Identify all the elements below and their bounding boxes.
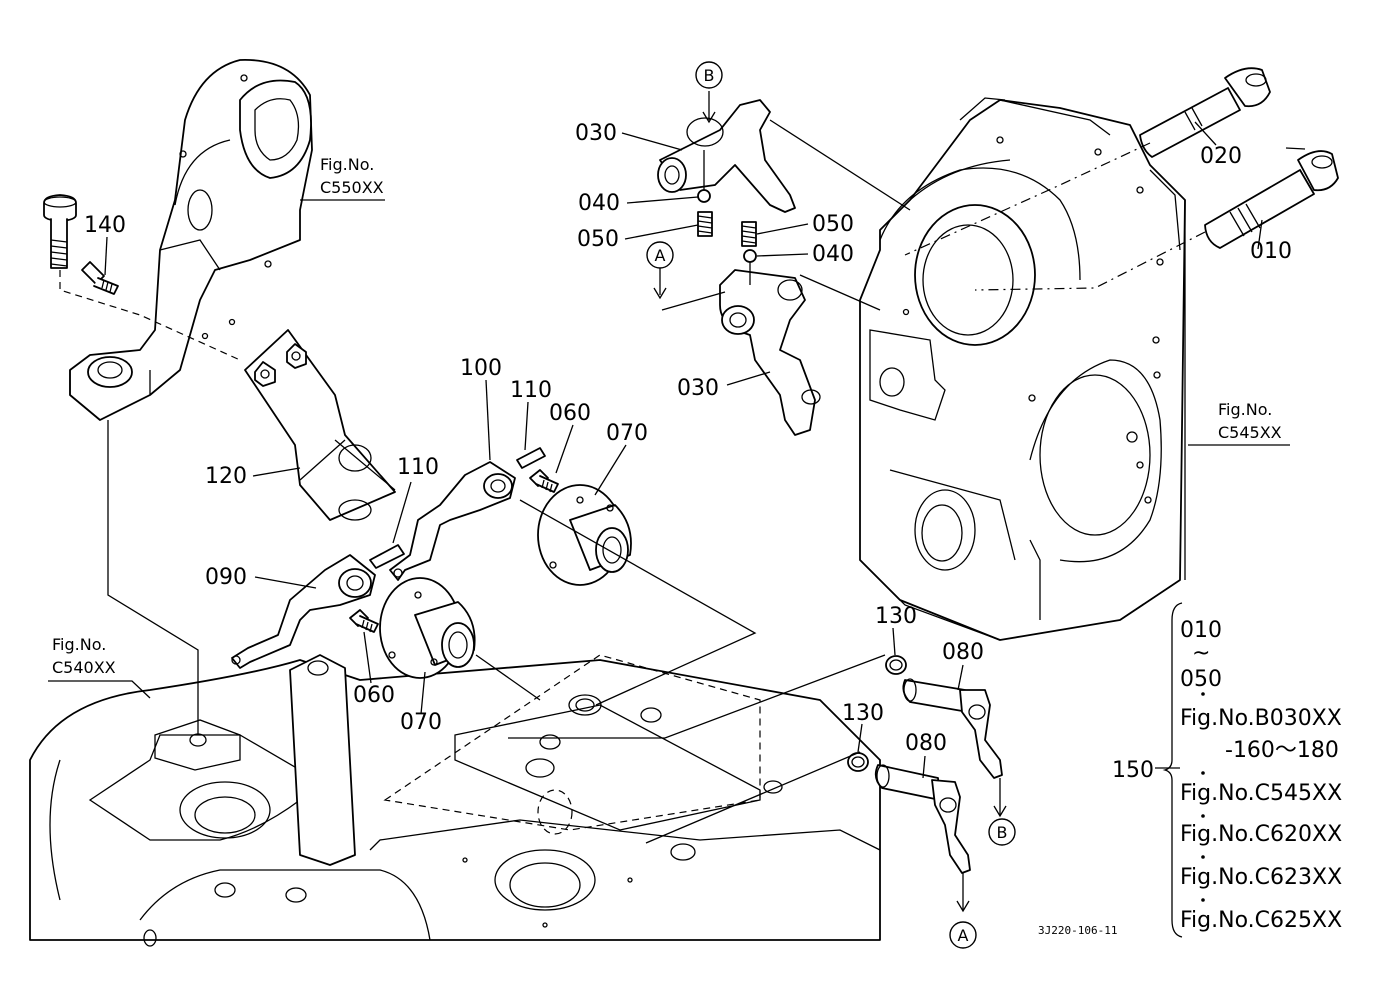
gear-housing: [859, 97, 1186, 641]
callout-050-left: 050: [577, 227, 619, 252]
callout-020: 020: [1200, 144, 1242, 169]
set-range-start: 010: [1180, 618, 1222, 643]
callout-040-upper: 040: [578, 191, 620, 216]
o-ring-130-upper: [885, 655, 907, 675]
drawing-code: 3J220-106-11: [1038, 924, 1117, 937]
assembly-lines: [59, 91, 1206, 913]
ref-c545-line2: C545XX: [1218, 423, 1282, 442]
callout-110-lower: 110: [397, 455, 439, 480]
callout-150: 150: [1112, 758, 1154, 783]
set-item-b030: Fig.No.B030XX: [1180, 706, 1342, 731]
ref-c540-line1: Fig.No.: [52, 635, 106, 654]
ref-c550-line1: Fig.No.: [320, 155, 374, 174]
set-list-150: 010 ~ 050 Fig.No.B030XX -160～180 Fig.No.…: [1180, 618, 1342, 933]
callout-080-lower: 080: [905, 731, 947, 756]
figure-refs: Fig.No. C550XX Fig.No. C545XX Fig.No. C5…: [52, 155, 1282, 677]
callout-070-upper: 070: [606, 421, 648, 446]
detent-parts: [697, 189, 757, 263]
callout-120: 120: [205, 464, 247, 489]
callout-070-lower: 070: [400, 710, 442, 735]
shift-fork-030-upper: [657, 99, 796, 213]
screw-140: [81, 261, 119, 295]
marker-b-top: B: [695, 61, 723, 89]
plate-120: [244, 329, 396, 521]
callout-060-lower: 060: [353, 683, 395, 708]
callout-040-right: 040: [812, 242, 854, 267]
callout-130-upper: 130: [875, 604, 917, 629]
marker-b-bottom: B: [988, 818, 1016, 846]
shaft-080-lower: [874, 764, 971, 874]
callout-060-upper: 060: [549, 401, 591, 426]
svg-text:B: B: [704, 66, 715, 85]
callout-130-lower: 130: [842, 701, 884, 726]
callout-010: 010: [1250, 239, 1292, 264]
shift-fork-030-lower: [719, 269, 821, 436]
marker-a-top: A: [646, 241, 674, 269]
hydraulic-bracket: [69, 59, 313, 421]
set-bracket: [1162, 602, 1183, 938]
o-ring-130-lower: [847, 752, 869, 772]
shift-rod-010: [1204, 150, 1339, 249]
bolt-140: [43, 194, 77, 269]
flange-070-lower: [379, 577, 476, 679]
marker-a-bottom: A: [949, 921, 977, 949]
leader-lines: [48, 121, 1306, 779]
callout-140: 140: [84, 213, 126, 238]
callout-090: 090: [205, 565, 247, 590]
set-range-end: 050: [1180, 667, 1222, 692]
flange-070-upper: [537, 484, 632, 586]
screw-060-upper: [529, 469, 559, 493]
set-item-c625: Fig.No.C625XX: [1180, 908, 1342, 933]
svg-text:A: A: [655, 246, 666, 265]
ref-c545-line1: Fig.No.: [1218, 400, 1272, 419]
set-item-c623: Fig.No.C623XX: [1180, 865, 1342, 890]
callout-050-right: 050: [812, 212, 854, 237]
svg-text:B: B: [997, 823, 1008, 842]
svg-text:A: A: [958, 926, 969, 945]
screw-060-lower: [349, 609, 379, 633]
pin-110-lower: [369, 544, 405, 569]
shaft-080-upper: [902, 678, 1003, 779]
arm-090: [231, 554, 376, 669]
callout-030-upper: 030: [575, 121, 617, 146]
set-range-tilde: ~: [1192, 641, 1210, 666]
transmission-case: [29, 654, 881, 947]
ref-c540-line2: C540XX: [52, 658, 116, 677]
ref-c550-line2: C550XX: [320, 178, 384, 197]
set-item-c620: Fig.No.C620XX: [1180, 822, 1342, 847]
callout-080-upper: 080: [942, 640, 984, 665]
set-item-b030-sub: -160～180: [1225, 738, 1339, 763]
callout-100: 100: [460, 356, 502, 381]
pin-110-upper: [516, 447, 546, 469]
set-item-c545: Fig.No.C545XX: [1180, 781, 1342, 806]
arm-100: [389, 461, 516, 581]
callout-labels: 030 040 050 050 040 030 020 010 140 120 …: [84, 121, 1292, 783]
callout-110-upper: 110: [510, 378, 552, 403]
shift-rod-020: [1139, 67, 1271, 158]
callout-030-lower: 030: [677, 376, 719, 401]
